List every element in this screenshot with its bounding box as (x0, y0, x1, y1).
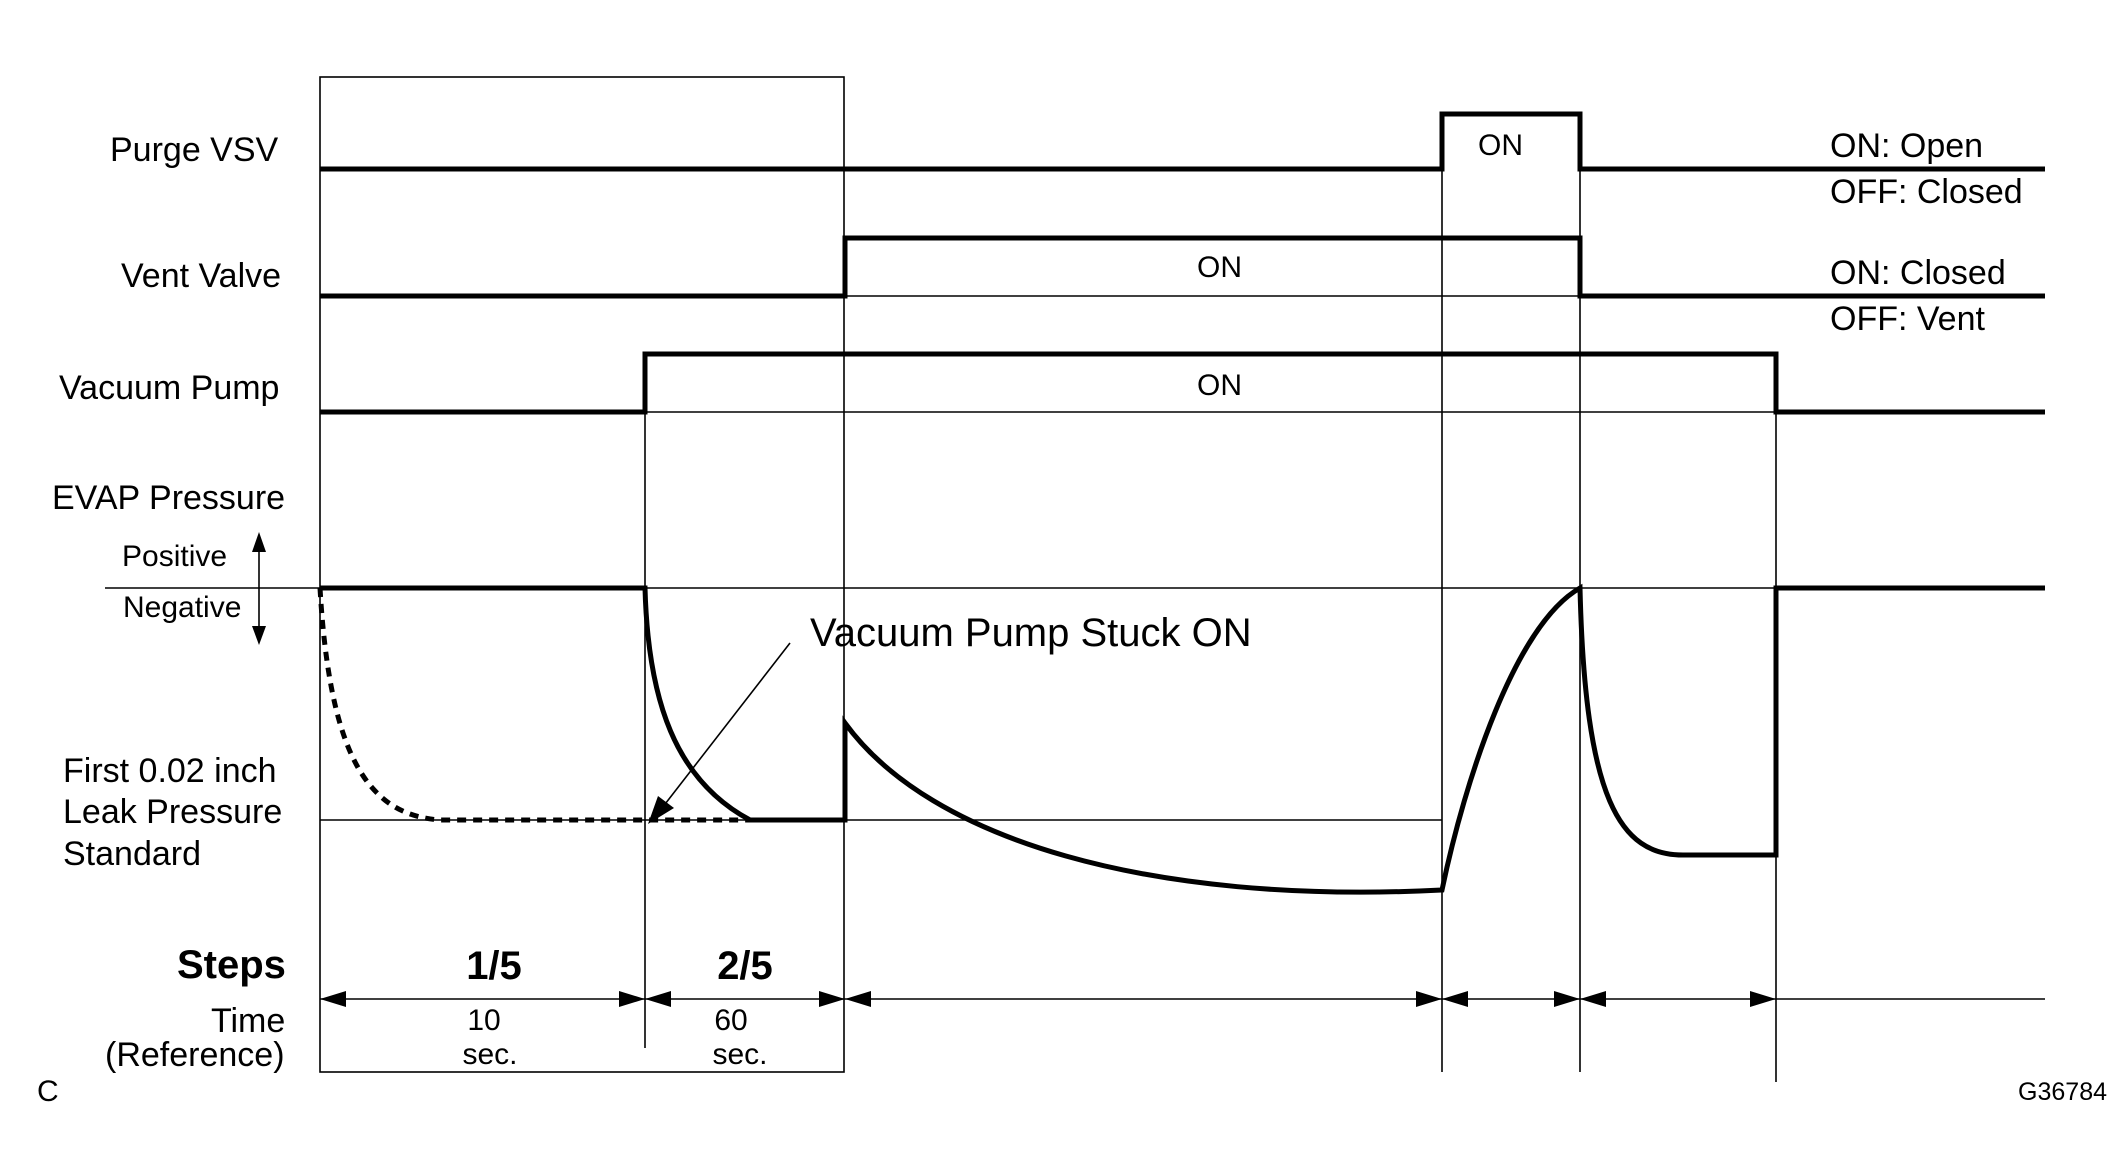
leak-standard-label-line2: Leak Pressure (63, 793, 282, 831)
evap-pressure-label: EVAP Pressure (52, 479, 285, 517)
step-2-time-unit: sec. (712, 1038, 767, 1071)
purge-vsv-on-label: ON (1478, 129, 1523, 162)
vent-valve-legend-off: OFF: Vent (1830, 300, 1985, 338)
step-1-time: 10 (467, 1004, 500, 1037)
vacuum-pump-label: Vacuum Pump (59, 369, 279, 407)
vent-valve-on-label: ON (1197, 251, 1242, 284)
step-1-label: 1/5 (466, 944, 522, 988)
purge-vsv-legend-on: ON: Open (1830, 127, 1983, 165)
positive-negative-arrow-icon (252, 532, 266, 645)
time-label-line1: Time (211, 1002, 285, 1040)
vent-valve-waveform (320, 235, 2045, 299)
negative-label: Negative (123, 591, 241, 624)
vent-valve-legend-on: ON: Closed (1830, 254, 2006, 292)
leak-standard-label-line3: Standard (63, 835, 201, 873)
steps-1-2-frame (319, 76, 845, 1073)
callout-arrow-icon (648, 642, 791, 824)
vacuum-pump-waveform (320, 351, 2045, 415)
vacuum-pump-stuck-on-callout: Vacuum Pump Stuck ON (810, 611, 1252, 655)
corner-mark-c: C (37, 1075, 59, 1108)
steps-label: Steps (177, 943, 286, 987)
step-2-time: 60 (714, 1004, 747, 1037)
interval-arrowheads (320, 991, 1776, 1007)
time-label-line2: (Reference) (105, 1036, 285, 1074)
leak-standard-label-line1: First 0.02 inch (63, 752, 277, 790)
vacuum-pump-on-label: ON (1197, 369, 1242, 402)
stuck-on-pressure-trace (317, 587, 770, 823)
positive-label: Positive (122, 540, 227, 573)
step-2-label: 2/5 (717, 944, 773, 988)
evap-pressure-waveform (320, 583, 2045, 895)
purge-vsv-legend-off: OFF: Closed (1830, 173, 2023, 211)
purge-vsv-label: Purge VSV (110, 131, 279, 169)
vent-valve-label: Vent Valve (121, 257, 281, 295)
purge-vsv-waveform (320, 111, 2045, 172)
figure-id: G36784 (2018, 1078, 2107, 1106)
step-1-time-unit: sec. (462, 1038, 517, 1071)
